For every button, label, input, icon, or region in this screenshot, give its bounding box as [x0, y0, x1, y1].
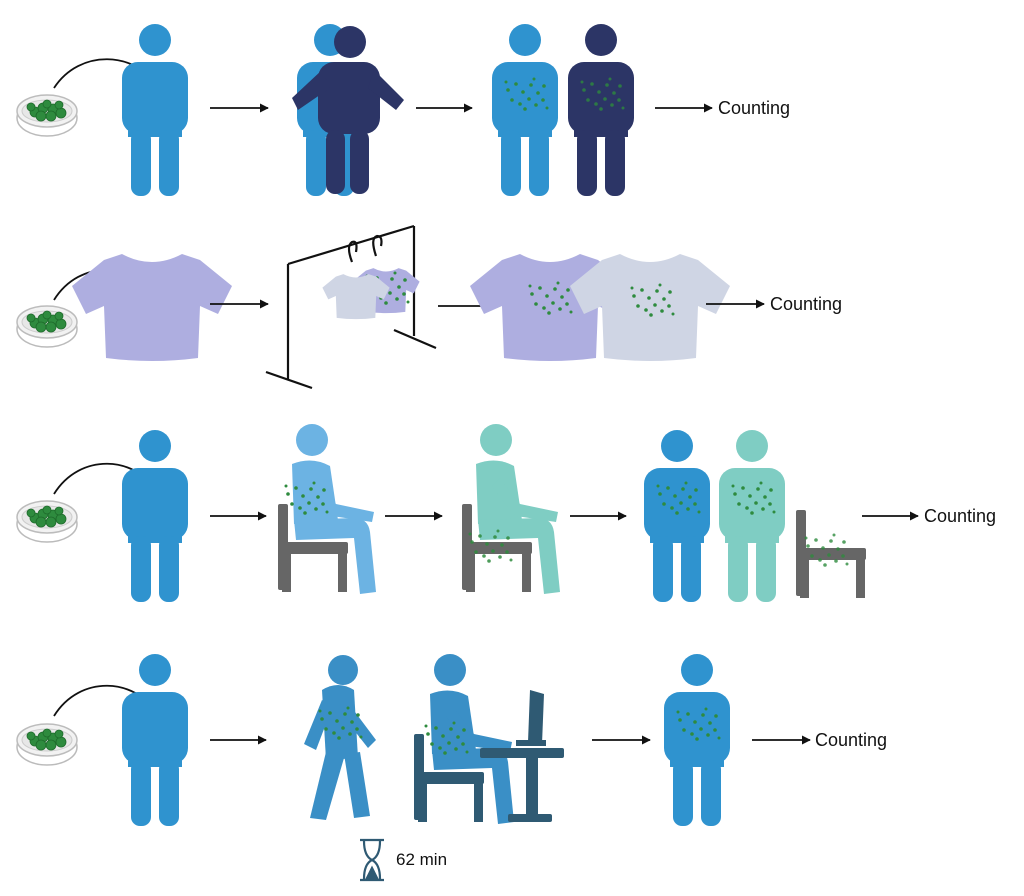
petri-dish-icon [16, 500, 78, 543]
petri-dish-icon [16, 94, 78, 137]
petri-dish-icon [16, 723, 78, 766]
counting-label: Counting [815, 730, 888, 750]
sitting-person-icon [292, 424, 376, 594]
sitting-person-icon [476, 424, 560, 594]
counting-label: Counting [718, 98, 791, 118]
tshirt-icon [72, 254, 232, 361]
person-icon [719, 430, 785, 602]
counting-label: Counting [770, 294, 843, 314]
person-icon [122, 430, 188, 602]
row-3 [16, 424, 919, 602]
person-hug-icon [292, 26, 404, 194]
hourglass-icon [360, 838, 384, 882]
petri-dish-icon [16, 305, 78, 348]
person-icon [122, 654, 188, 826]
counting-label: Counting [924, 506, 997, 526]
sitting-person-icon [430, 654, 514, 824]
row-2 [16, 224, 765, 390]
chair-icon [796, 510, 866, 598]
person-icon [122, 24, 188, 196]
row-4 [16, 654, 811, 882]
row-1 [16, 24, 713, 196]
walking-person-icon [304, 655, 376, 820]
desk-computer-icon [480, 690, 564, 822]
person-icon [644, 430, 710, 602]
duration-label: 62 min [396, 850, 448, 869]
